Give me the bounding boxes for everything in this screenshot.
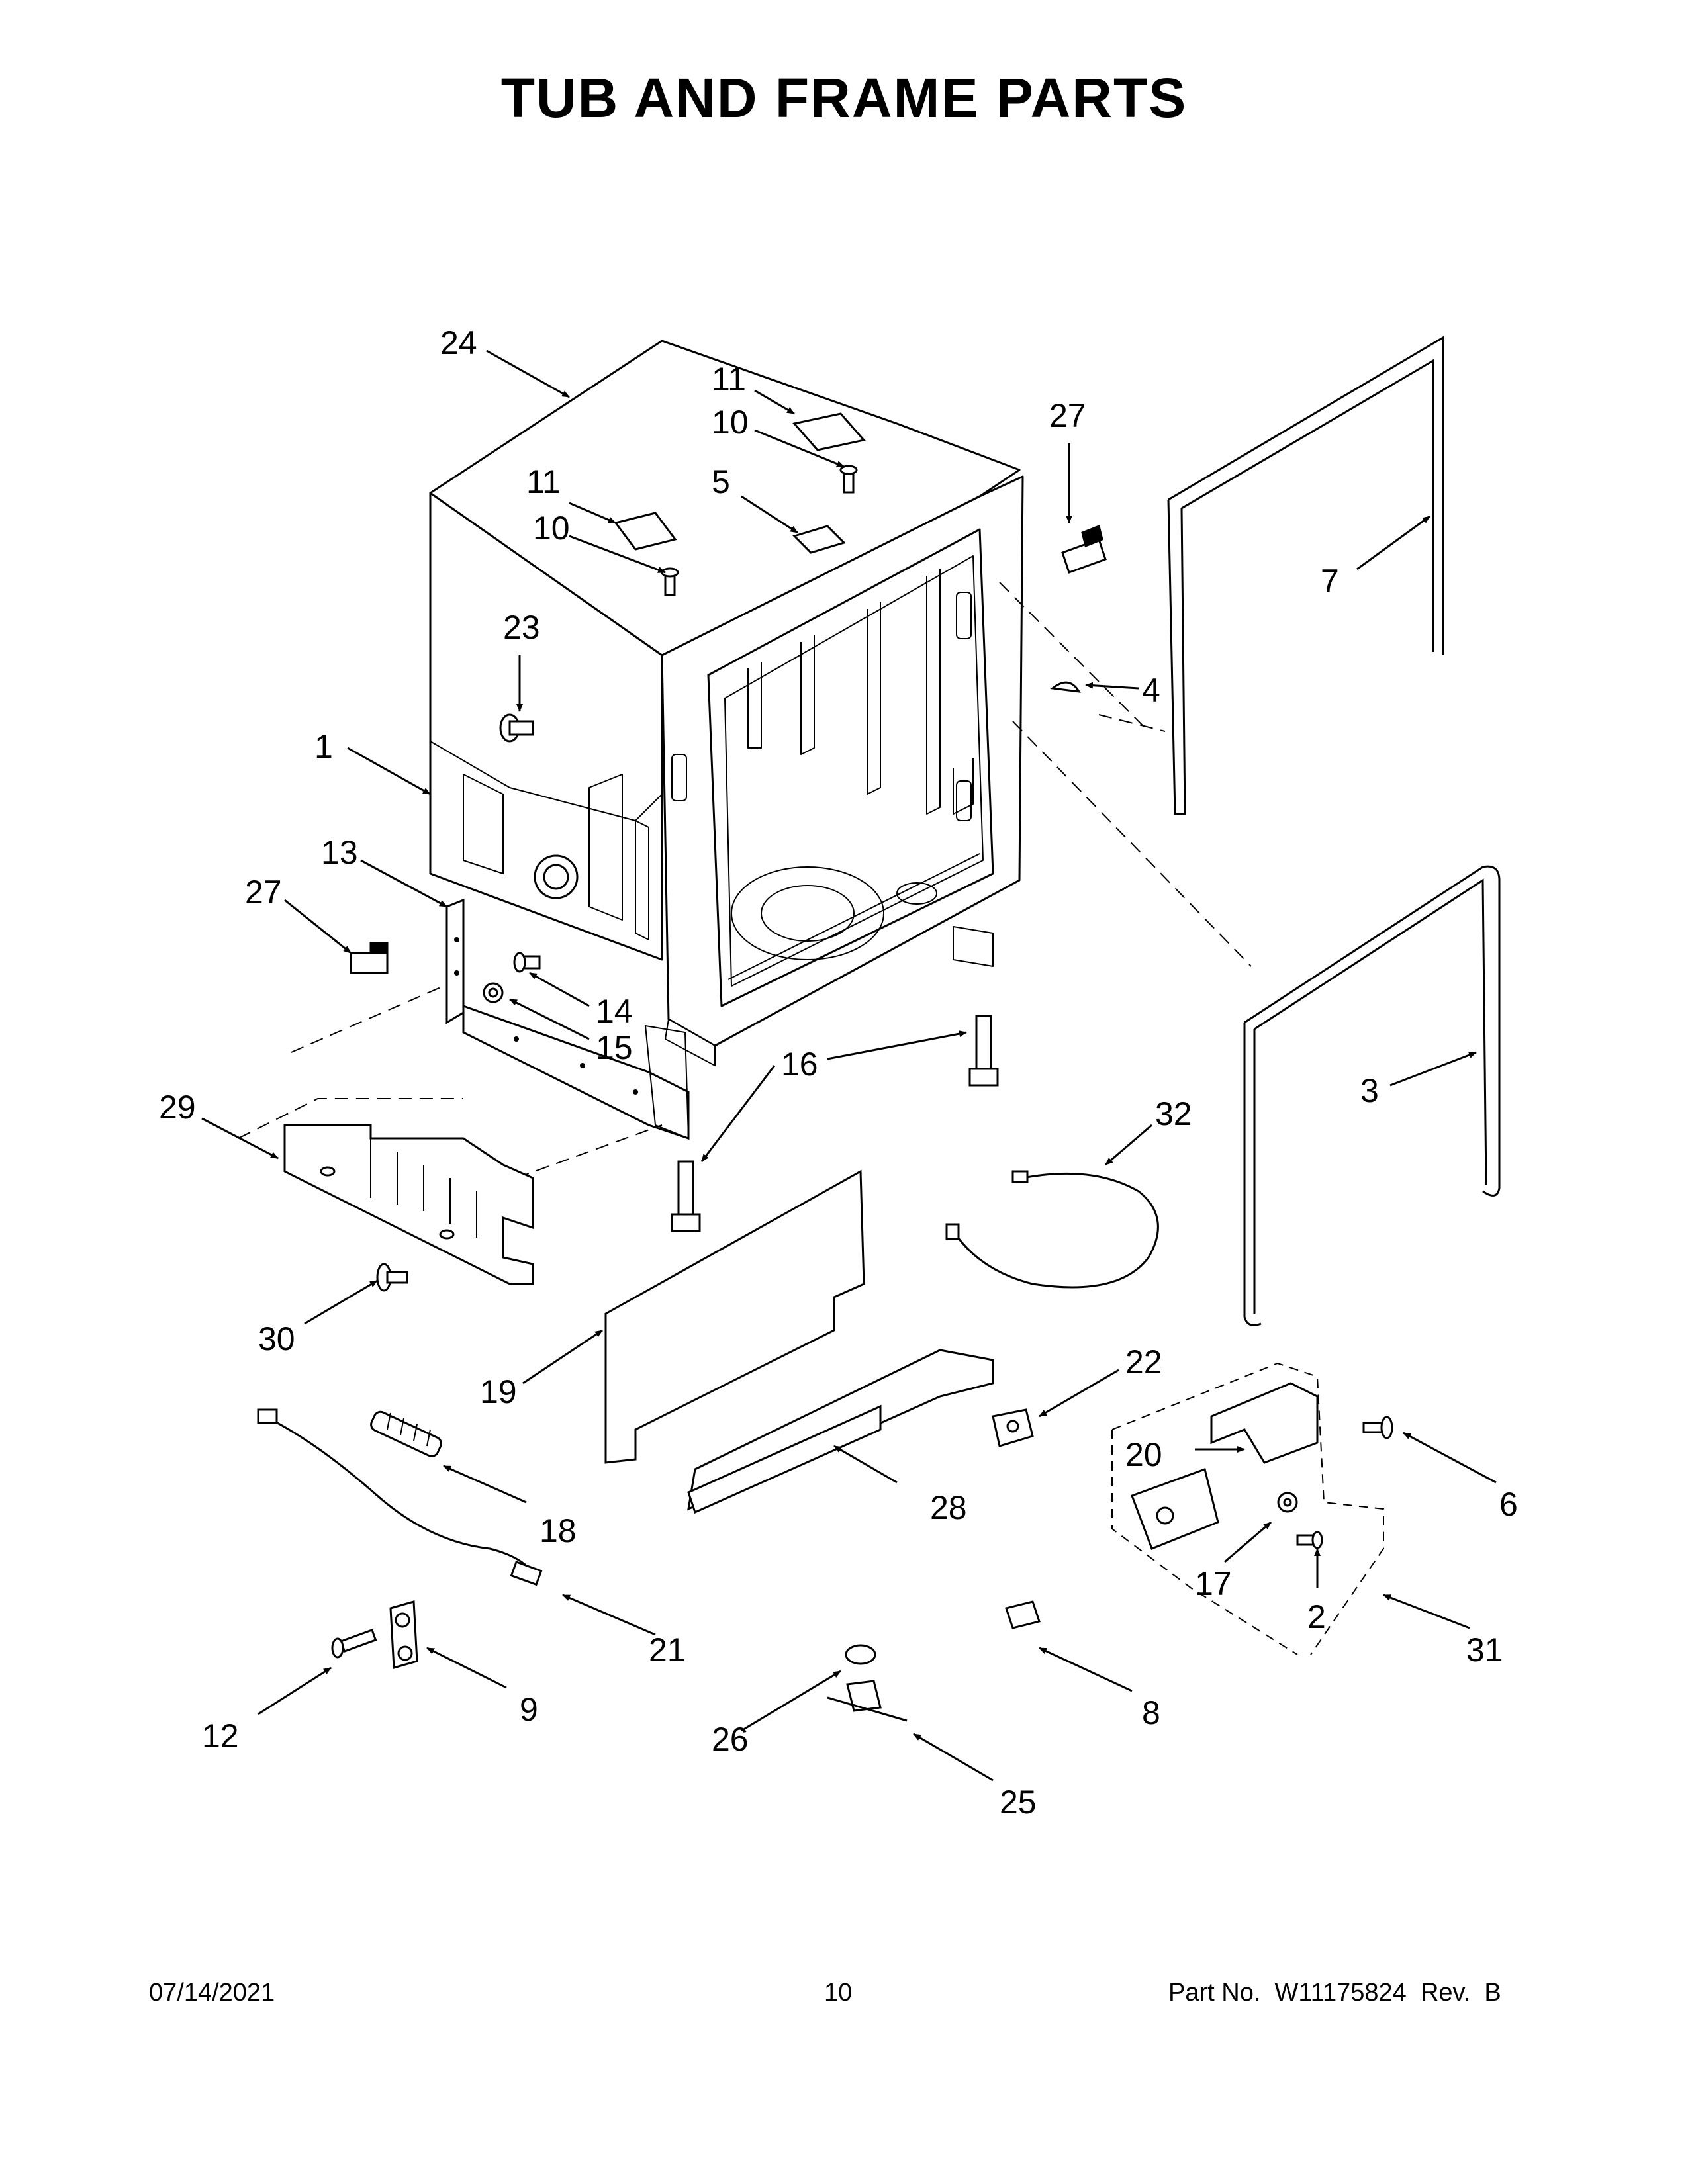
hinge-bracket-left: [614, 512, 677, 551]
callout-27-top: 27: [1049, 397, 1086, 434]
door-cable: [257, 1408, 543, 1586]
wire-harness: [945, 1170, 1159, 1289]
bumper-top: [1061, 524, 1107, 574]
callout-3: 3: [1360, 1072, 1379, 1109]
callout-8: 8: [1142, 1694, 1160, 1731]
callout-20: 20: [1125, 1436, 1162, 1473]
assembly-31: [1111, 1362, 1384, 1655]
tub-sump: [731, 866, 884, 960]
callout-10-top: 10: [712, 404, 749, 441]
callout-arrows: [201, 349, 1497, 1782]
rev-label: Rev.: [1420, 1979, 1471, 2007]
door-gasket-top: [1167, 336, 1444, 815]
callout-24: 24: [440, 324, 477, 361]
screw-6: [1362, 1416, 1393, 1439]
screw-2: [1296, 1531, 1323, 1549]
frame-bracket: [445, 898, 690, 1140]
part-label: Part No.: [1168, 1979, 1261, 2007]
footer-date: 07/14/2021: [149, 1979, 275, 2007]
callout-5: 5: [712, 463, 730, 500]
float-switch: [827, 1644, 908, 1722]
leveling-leg-left: [671, 1160, 701, 1232]
callout-27-left: 27: [245, 874, 282, 911]
mounting-bracket: [1210, 1382, 1319, 1464]
tub-seal: [1243, 865, 1501, 1326]
side-plug: [499, 713, 534, 743]
screw-bottom-left: [331, 1628, 377, 1659]
callout-30: 30: [258, 1320, 295, 1357]
callout-10-left: 10: [533, 510, 570, 547]
callout-7: 7: [1321, 563, 1339, 600]
callout-17: 17: [1195, 1565, 1232, 1602]
bumper-left: [350, 942, 389, 974]
push-pin: [376, 1263, 408, 1292]
callout-22: 22: [1125, 1343, 1162, 1381]
tub-opening: [707, 528, 994, 1007]
callout-18: 18: [539, 1512, 577, 1549]
callout-12: 12: [202, 1717, 239, 1754]
top-clip: [792, 525, 846, 554]
footer-page-number: 10: [824, 1979, 853, 2007]
small-clip-8: [1005, 1600, 1041, 1629]
callout-31: 31: [1466, 1631, 1503, 1668]
side-port: [534, 854, 579, 899]
door-link: [389, 1600, 418, 1669]
hinge-bracket-top: [792, 412, 866, 451]
callout-32: 32: [1155, 1095, 1192, 1132]
latch-body: [1131, 1468, 1219, 1550]
insulation-block: [283, 1124, 534, 1285]
page-title: TUB AND FRAME PARTS: [500, 67, 1188, 129]
tub-assembly: [429, 340, 1024, 1066]
callout-13: 13: [321, 834, 358, 871]
callout-labels: 24 11 10 5 11 10 27 7 4 23 1 13 27 14 15…: [159, 324, 1518, 1821]
tub-side-panel: [429, 492, 663, 961]
callout-9: 9: [520, 1691, 538, 1728]
rev-value: B: [1484, 1979, 1501, 2007]
leader-lines: [238, 582, 1252, 1179]
lower-panel: [604, 1169, 865, 1464]
callout-11-left: 11: [526, 463, 561, 500]
callout-11-top: 11: [712, 361, 746, 398]
callout-28: 28: [930, 1489, 967, 1526]
callout-19: 19: [480, 1373, 517, 1410]
callout-26: 26: [712, 1721, 749, 1758]
cap-plug: [1050, 681, 1081, 693]
callout-16: 16: [781, 1046, 818, 1083]
callout-23: 23: [503, 609, 540, 646]
callout-2: 2: [1307, 1598, 1326, 1635]
washer-17: [1277, 1492, 1298, 1513]
wire-clip: [992, 1408, 1034, 1447]
toe-plate: [687, 1349, 994, 1514]
callout-15: 15: [596, 1029, 633, 1066]
callout-4: 4: [1142, 672, 1160, 709]
footer-part-info: Part No. W11175824 Rev. B: [1168, 1979, 1501, 2007]
door-spring: [370, 1410, 442, 1457]
callout-6: 6: [1499, 1486, 1518, 1523]
leveling-leg-right: [968, 1015, 999, 1087]
part-number: W11175824: [1274, 1979, 1407, 2007]
callout-14: 14: [596, 993, 633, 1030]
callout-21: 21: [649, 1631, 686, 1668]
screw-and-washer: [483, 952, 541, 1003]
callout-1: 1: [314, 728, 333, 765]
callout-25: 25: [1000, 1784, 1037, 1821]
screw-top: [839, 465, 858, 494]
callout-29: 29: [159, 1089, 196, 1126]
